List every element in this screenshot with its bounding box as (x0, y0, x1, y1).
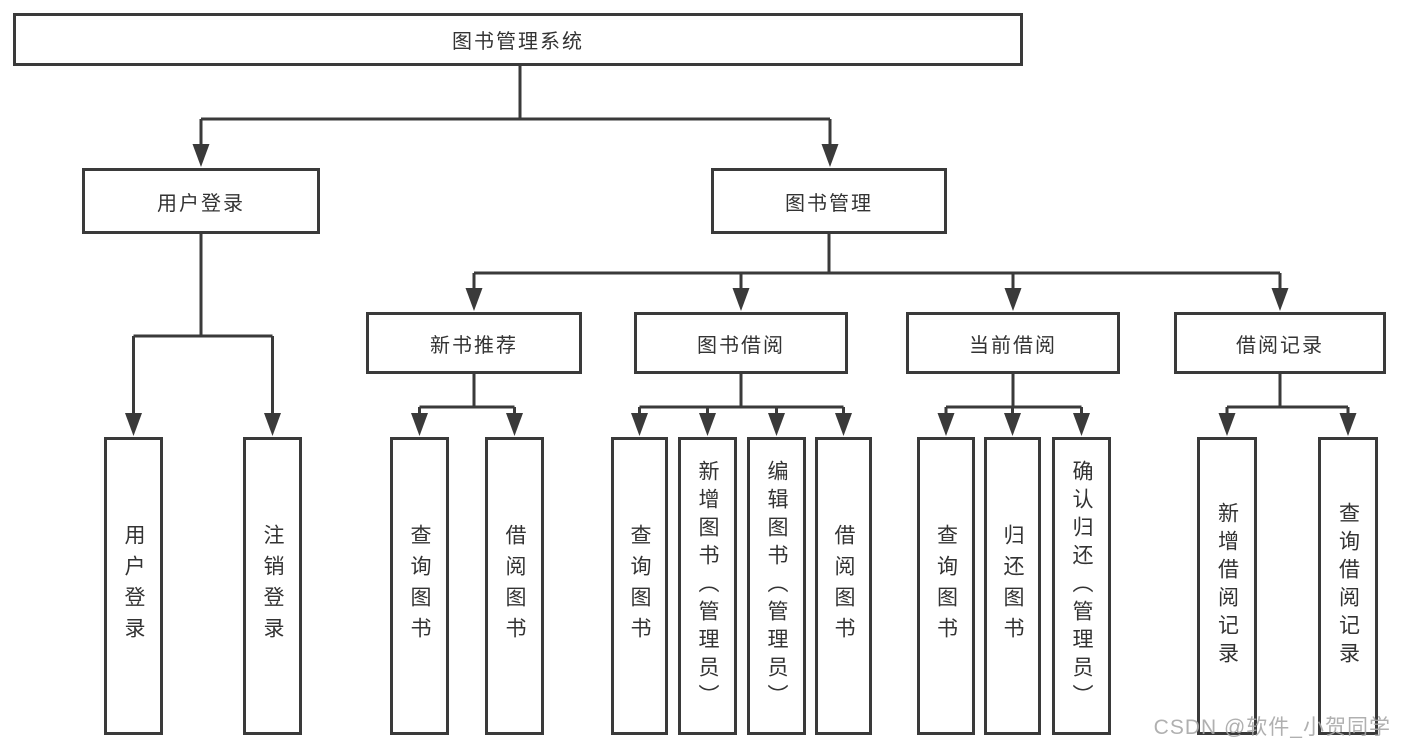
arrowhead-icon (768, 413, 785, 436)
leaf-add-borrow-record: 新增借阅记录 (1197, 437, 1257, 735)
leaf-edit-book-admin: 编辑图书（管理员） (747, 437, 806, 735)
arrowhead-icon (1073, 413, 1090, 436)
arrowhead-icon (1271, 288, 1289, 311)
node-user-login: 用户登录 (82, 168, 320, 234)
node-borrowing-records: 借阅记录 (1174, 312, 1386, 374)
arrowhead-icon (192, 144, 210, 167)
leaf-borrow-books-borrowing: 借阅图书 (815, 437, 872, 735)
arrowhead-icon (411, 413, 428, 436)
node-book-borrowing: 图书借阅 (634, 312, 848, 374)
leaf-query-books-borrowing: 查询图书 (611, 437, 668, 735)
node-book-management: 图书管理 (711, 168, 947, 234)
arrowhead-icon (264, 413, 281, 436)
arrowhead-icon (699, 413, 716, 436)
arrowhead-icon (465, 288, 483, 311)
watermark-text: CSDN @软件_小贺同学 (1153, 716, 1391, 739)
node-current-borrowing: 当前借阅 (906, 312, 1120, 374)
arrowhead-icon (732, 288, 750, 311)
leaf-query-borrow-record: 查询借阅记录 (1318, 437, 1378, 735)
arrowhead-icon (631, 413, 648, 436)
leaf-borrow-books-recommend: 借阅图书 (485, 437, 544, 735)
leaf-query-books-recommend: 查询图书 (390, 437, 449, 735)
arrowhead-icon (1004, 288, 1022, 311)
arrowhead-icon (1004, 413, 1021, 436)
arrowhead-icon (835, 413, 852, 436)
arrowhead-icon (125, 413, 142, 436)
node-library-management-system: 图书管理系统 (13, 13, 1023, 66)
leaf-user-login: 用户登录 (104, 437, 163, 735)
arrowhead-icon (937, 413, 955, 436)
arrowhead-icon (821, 144, 839, 167)
arrowhead-icon (506, 413, 523, 436)
connector-lines (132, 66, 1350, 414)
arrowhead-icon (1218, 413, 1236, 436)
leaf-add-book-admin: 新增图书（管理员） (678, 437, 737, 735)
node-new-book-recommendation: 新书推荐 (366, 312, 582, 374)
leaf-query-books-current: 查询图书 (917, 437, 975, 735)
leaf-return-books: 归还图书 (984, 437, 1041, 735)
arrowhead-icon (1339, 413, 1357, 436)
leaf-logout: 注销登录 (243, 437, 302, 735)
leaf-confirm-return-admin: 确认归还（管理员） (1052, 437, 1111, 735)
